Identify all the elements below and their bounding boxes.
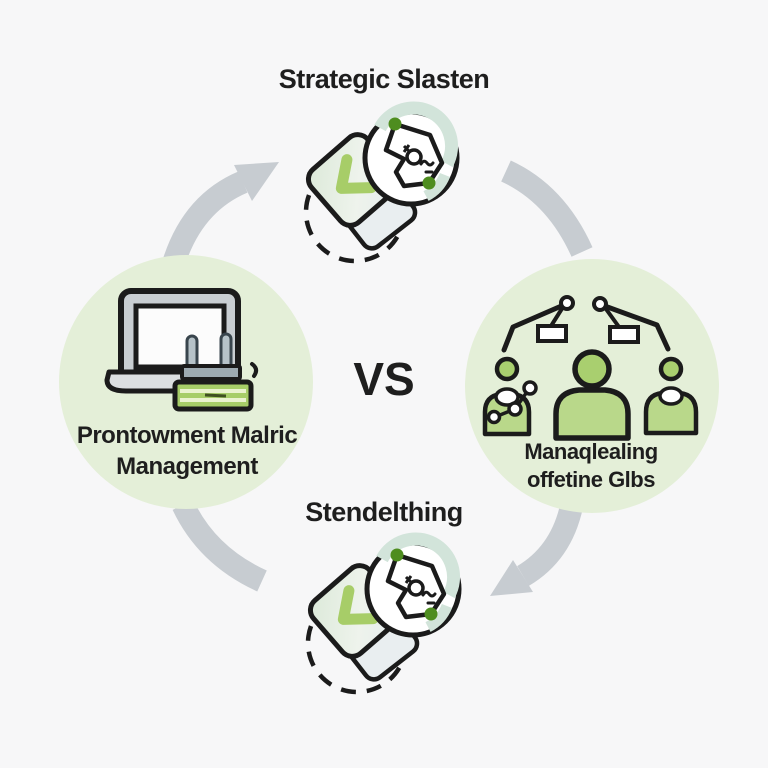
versus-label: VS <box>353 353 415 405</box>
cycle-arc-top-right <box>500 160 593 257</box>
left-label-line2: Management <box>116 453 258 480</box>
cycle-arc-bottom-left <box>172 499 267 592</box>
balance-right-arm <box>592 296 671 352</box>
cycle-arrow-bottom-right <box>490 501 584 596</box>
person-right <box>643 356 699 436</box>
laptop-brush-icon <box>104 288 259 412</box>
balance-pan <box>608 325 640 344</box>
person-left <box>482 356 538 437</box>
team-balance-icon <box>482 295 699 441</box>
top-label: Strategic Slasten <box>278 64 490 94</box>
person-center <box>553 349 631 441</box>
right-label-line1: Manaqlealing <box>524 439 658 464</box>
right-circle-label: Manaqlealing offetine Glbs <box>478 438 704 494</box>
right-label-line2: offetine Glbs <box>527 467 655 492</box>
balance-pan <box>536 324 568 343</box>
left-circle-label: Prontowment Malric Management <box>52 420 322 482</box>
bottom-label: Stendelthing <box>305 497 463 527</box>
balance-left-arm <box>501 295 575 353</box>
left-label-line1: Prontowment Malric <box>76 422 298 449</box>
brush-neck <box>180 364 242 381</box>
cycle-arrow-top-left <box>163 162 279 266</box>
